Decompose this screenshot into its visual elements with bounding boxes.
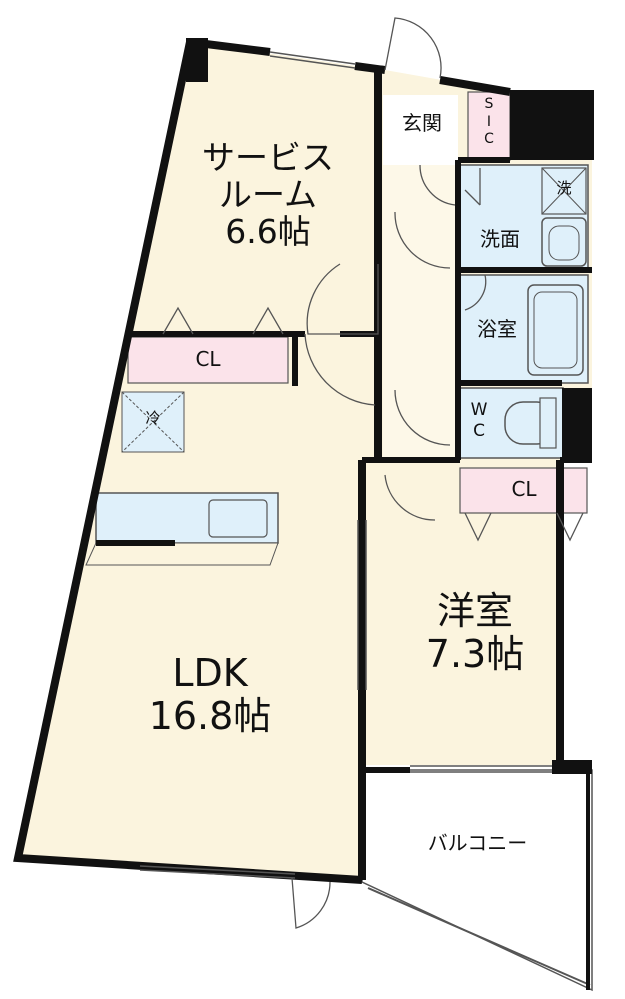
label-balcony: バルコニー <box>427 831 528 855</box>
entrance-floor <box>383 95 458 165</box>
label-bathroom: 浴室 <box>477 317 517 341</box>
kitchen-sink <box>208 499 268 538</box>
label-sic: S I C <box>484 96 494 147</box>
column-ne <box>510 90 594 160</box>
label-closet-service: CL <box>195 347 221 371</box>
interior-walls <box>96 157 592 773</box>
column-nw <box>186 38 208 82</box>
closet-service-room <box>127 336 289 384</box>
label-washroom: 洗面 <box>480 227 520 251</box>
label-closet-western: CL <box>511 477 537 501</box>
label-ldk: LDK 16.8帖 <box>148 651 272 738</box>
balcony-rail <box>367 887 591 986</box>
sink <box>541 217 587 267</box>
closet-doors <box>162 306 584 542</box>
label-western-room: 洋室 7.3帖 <box>425 589 525 676</box>
column-se <box>552 760 592 774</box>
bathtub <box>527 284 584 376</box>
label-entrance: 玄関 <box>402 111 442 135</box>
door-swings <box>291 17 487 929</box>
closet-western-room <box>459 467 588 514</box>
label-washer: 洗 <box>556 179 572 197</box>
balcony-floor <box>361 769 593 992</box>
column-wc <box>562 388 592 458</box>
windows <box>139 51 552 879</box>
label-toilet: W C <box>470 400 488 442</box>
label-service-room: サービス ルーム 6.6帖 <box>202 138 334 251</box>
label-fridge: 冷 <box>145 409 161 427</box>
